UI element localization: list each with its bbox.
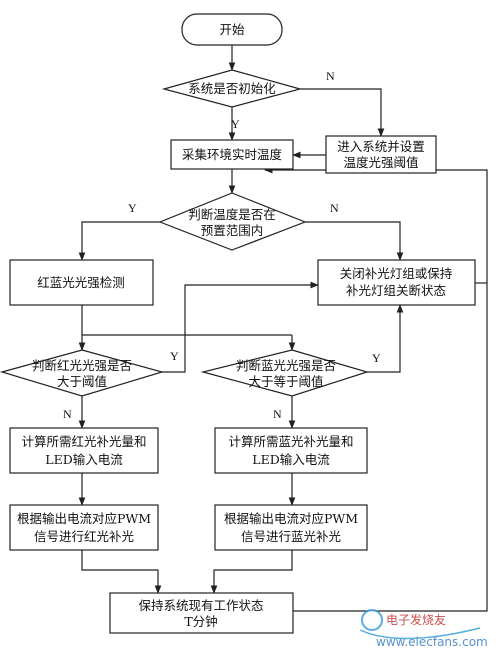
edge-label-blue-yes: Y [372,351,381,365]
node-enter-system: 进入系统并设置 温度光强阈值 [325,135,437,174]
node-red-check-line2: 大于阈值 [57,374,107,389]
node-close-light-line2: 补光灯组关断状态 [346,283,446,298]
edge-label-blue-no: N [273,407,282,421]
node-pwm-red-line1: 根据输出电流对应PWM [17,511,151,526]
watermark-logo-icon [361,609,383,631]
node-pwm-blue: 根据输出电流对应PWM 信号进行蓝光补光 [214,504,368,551]
edge-label-temp-yes: Y [128,201,137,215]
node-keep-state-line1: 保持系统现有工作状态 [138,598,263,613]
node-enter-system-line2: 温度光强阈值 [343,155,418,170]
watermark: 电子发烧友 www.elecfans.com [359,609,488,649]
watermark-logo-text: 电子发烧友 [386,612,446,627]
edge-blue-yes [367,304,404,373]
edge-pwm-red-to-keep [81,550,162,594]
edge-init-no [300,88,385,137]
edge-labels: N Y Y N Y Y N N [63,69,381,421]
edge-label-init-no: N [326,69,335,83]
node-red-check-line1: 判断红光光强是否 [32,358,132,373]
edge-label-init-yes: Y [231,117,240,131]
node-blue-check-line2: 大于等于阈值 [248,374,323,389]
edges [78,45,488,612]
node-calc-red: 计算所需红光补光量和 LED输入电流 [9,427,159,474]
node-calc-blue: 计算所需蓝光补光量和 LED输入电流 [214,427,368,474]
node-blue-check: 判断蓝光光强是否 大于等于阈值 [200,349,370,397]
node-close-light: 关闭补光灯组或保持 补光灯组关断状态 [317,259,476,306]
node-pwm-red-line2: 信号进行红光补光 [34,529,134,544]
node-temp-range-check: 判断温度是否在 预置范围内 [158,192,307,251]
edge-label-red-no: N [63,407,72,421]
node-rb-detect: 红蓝光光强检测 [9,259,154,306]
node-temp-range-line2: 预置范围内 [201,223,264,238]
node-rb-detect-label: 红蓝光光强检测 [37,275,125,290]
node-blue-check-line1: 判断蓝光光强是否 [236,358,336,373]
node-pwm-blue-line2: 信号进行蓝光补光 [241,529,341,544]
node-close-light-line1: 关闭补光灯组或保持 [340,266,453,281]
node-red-check: 判断红光光强是否 大于阈值 [0,349,165,397]
node-calc-red-line1: 计算所需红光补光量和 [21,434,146,449]
node-calc-blue-line1: 计算所需蓝光补光量和 [228,434,353,449]
edge-red-yes [162,281,319,373]
node-pwm-blue-line1: 根据输出电流对应PWM [224,511,358,526]
edge-label-red-yes: Y [170,349,179,363]
node-temp-range-line1: 判断温度是否在 [188,207,276,222]
node-init-check-label: 系统是否初始化 [188,81,276,96]
watermark-url: www.elecfans.com [376,635,488,649]
node-collect-temp-label: 采集环境实时温度 [182,147,283,162]
watermark-swoosh [359,627,481,640]
node-enter-system-line1: 进入系统并设置 [337,139,425,154]
node-keep-state-line2: T分钟 [184,614,217,629]
node-calc-red-line2: LED输入电流 [45,452,123,467]
node-keep-state: 保持系统现有工作状态 T分钟 [109,592,294,634]
node-collect-temp: 采集环境实时温度 [170,139,294,170]
node-init-check: 系统是否初始化 [161,69,303,108]
node-start: 开始 [181,13,283,46]
node-start-label: 开始 [219,22,245,37]
edge-temp-yes [78,221,160,261]
node-calc-blue-line2: LED输入电流 [252,452,330,467]
edge-temp-no [305,221,404,261]
edge-pwm-blue-to-keep [210,550,293,594]
node-pwm-red: 根据输出电流对应PWM 信号进行红光补光 [9,504,159,551]
edge-label-temp-no: N [330,201,339,215]
